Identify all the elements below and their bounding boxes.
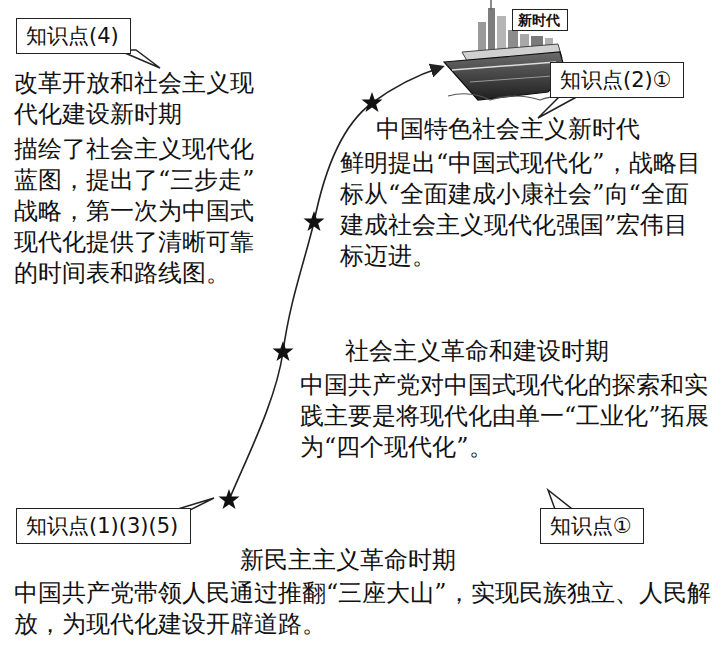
- period-description: 中国共产党对中国式现代化的探索和实践主要是将现代化由单一“工业化”拓展为“四个现…: [300, 370, 712, 463]
- callout-text: 新时代: [518, 11, 562, 29]
- callout-text: 知识点(2)①: [560, 66, 674, 94]
- callout-text: 知识点(1)(3)(5): [26, 512, 181, 540]
- period-heading: 社会主义革命和建设时期: [345, 336, 609, 367]
- callout-box: 知识点(4): [16, 18, 131, 54]
- period-description: 描绘了社会主义现代化蓝图，提出了“三步走”战略，第一次为中国式现代化提供了清晰可…: [14, 134, 266, 289]
- callout-text: 知识点①: [550, 512, 634, 540]
- era-tag: 新时代: [512, 9, 568, 31]
- period-heading: 中国特色社会主义新时代: [376, 114, 640, 145]
- period-heading: 新民主主义革命时期: [240, 545, 456, 576]
- period-description: 鲜明提出“中国式现代化”，战略目标从“全面建成小康社会”向“全面建成社会主义现代…: [340, 148, 712, 272]
- callout-box: 知识点(1)(3)(5): [16, 508, 191, 544]
- period-description: 中国共产党带领人民通过推翻“三座大山”，实现民族独立、人民解放，为现代化建设开辟…: [14, 578, 714, 640]
- callout-box: 知识点(2)①: [550, 62, 684, 98]
- callout-box: 知识点①: [540, 508, 644, 544]
- period-heading: 改革开放和社会主义现代化建设新时期: [14, 68, 266, 130]
- callout-text: 知识点(4): [26, 22, 121, 50]
